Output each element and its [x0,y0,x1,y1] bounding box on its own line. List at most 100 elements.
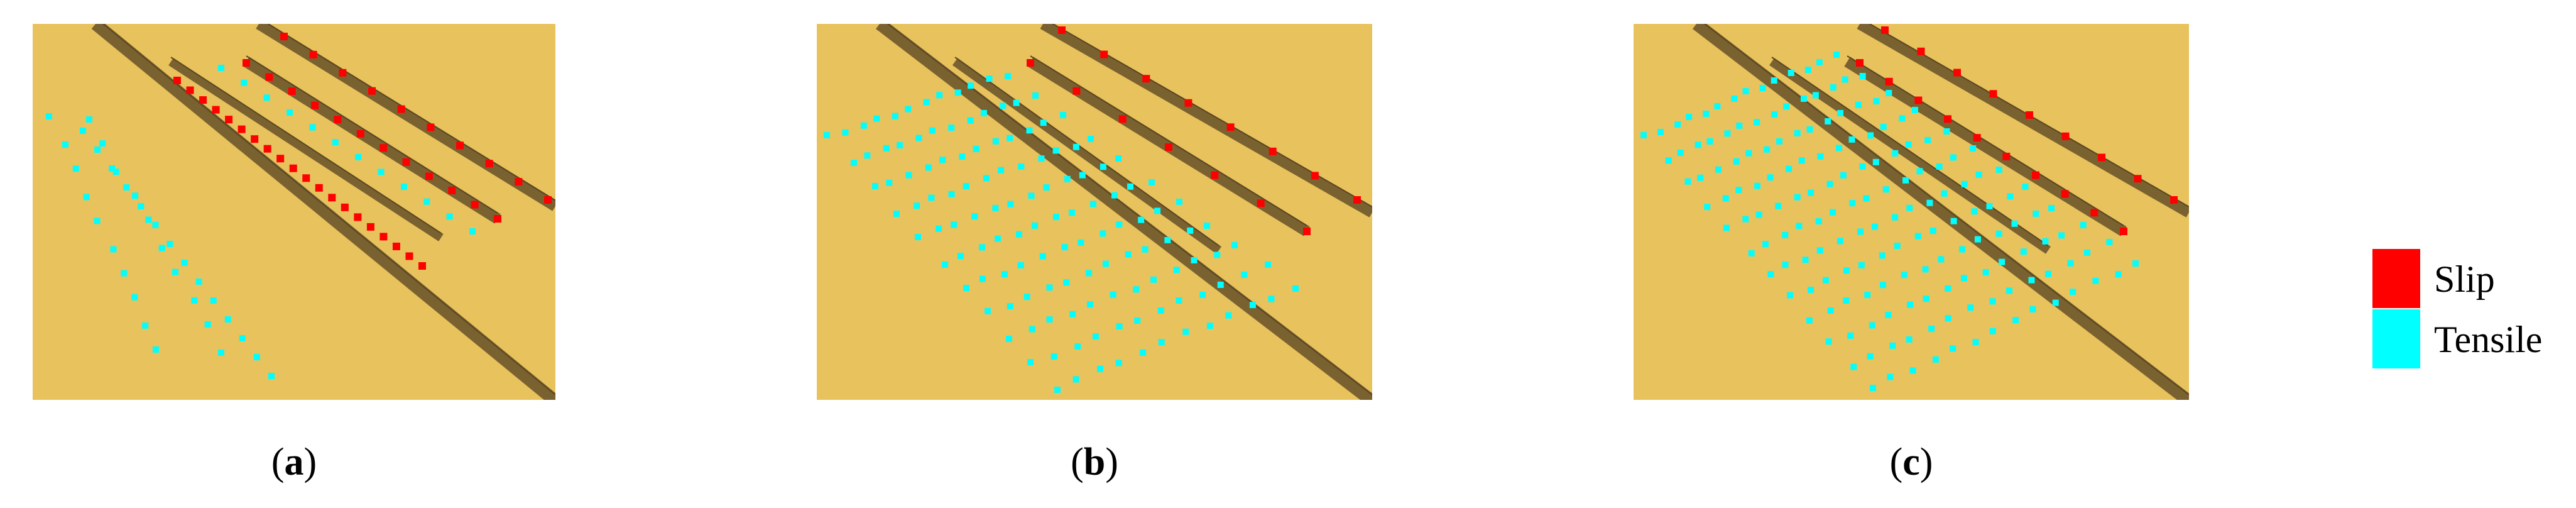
slip-marker [544,196,552,204]
tensile-marker [923,99,930,106]
tensile-marker [1879,282,1886,289]
tensile-marker [1775,202,1782,209]
tensile-marker [1028,192,1035,199]
slip-markers [1027,26,1361,235]
tensile-marker [1960,275,1967,282]
tensile-marker [1849,200,1856,207]
slip-marker [2061,132,2070,140]
tensile-marker [1110,291,1116,298]
slip-marker [418,262,426,270]
tensile-marker [239,335,246,341]
tensile-marker [1911,107,1918,113]
tensile-marker [1268,295,1275,302]
tensile-marker [1806,317,1813,324]
slip-marker [2002,152,2011,160]
tensile-marker [1848,136,1855,143]
slip-marker [2090,209,2098,217]
slip-marker [448,186,456,194]
tensile-marker [925,164,932,171]
tensile-marker [1006,336,1012,342]
tensile-marker [1017,262,1024,268]
tensile-marker [1894,242,1901,249]
tensile-marker [1249,302,1256,309]
tensile-marker [1808,189,1815,196]
slip-marker [311,101,319,109]
slip-marker [515,178,523,186]
tensile-marker [992,138,999,145]
tensile-marker [99,140,106,147]
tensile-marker [132,192,138,199]
tensile-marker [1100,230,1106,237]
slip-marker [1856,59,1864,67]
tensile-marker [1052,147,1059,154]
tensile-marker [2092,277,2099,284]
slip-marker [1914,96,1923,104]
tensile-marker [1922,266,1929,273]
tensile-marker [1800,95,1807,102]
tensile-marker [915,234,921,240]
slip-marker [425,172,433,180]
tensile-marker [1835,145,1842,152]
tensile-marker [892,113,898,119]
tensile-marker [1863,195,1870,202]
tensile-marker [1706,138,1713,145]
tensile-marker [1204,223,1210,229]
tensile-marker [1755,211,1762,218]
tensile-marker [968,82,974,89]
tensile-marker [963,285,969,291]
tensile-marker [929,127,936,134]
tensile-marker [1051,353,1057,360]
tensile-marker [153,346,159,353]
tensile-marker [1138,216,1145,223]
tensile-marker [1127,183,1133,190]
slip-marker [341,203,349,211]
slip-marker [1917,47,1925,55]
tensile-marker [1018,163,1025,170]
slip-marker [334,116,342,124]
tensile-marker [1787,292,1794,299]
tensile-marker [253,354,260,360]
tensile-marker [1989,298,1996,305]
tensile-marker [860,122,867,129]
tensile-marker [1967,304,1974,311]
tensile-marker [1064,175,1071,182]
slip-marker [1142,75,1150,83]
tensile-marker [1759,85,1766,91]
fault-edge [954,57,1220,246]
tensile-marker [1843,297,1850,304]
tensile-marker [1825,118,1831,124]
slip-marker [379,233,388,241]
tensile-marker [1867,353,1874,360]
tensile-marker [1872,158,1879,165]
slip-marker [173,77,181,84]
slip-marker [1881,26,1889,34]
tensile-marker [886,179,893,186]
slip-marker [2061,190,2069,198]
slip-marker [1257,199,1265,207]
fault-trace [256,24,555,211]
tensile-marker [1782,231,1789,238]
tensile-marker [1005,73,1011,79]
slip-swatch [2372,249,2420,308]
tensile-marker [992,204,999,211]
fault-edge [1847,55,2124,226]
tensile-marker [1097,365,1104,372]
tensile-marker [1909,367,1916,374]
tensile-marker [1225,312,1232,319]
tensile-marker [1982,269,1989,276]
slip-marker [494,215,501,223]
tensile-marker [195,279,202,285]
tensile-marker [1116,221,1123,228]
tensile-marker [1932,356,1939,363]
tensile-marker [1902,177,1909,184]
tensile-marker [1039,253,1046,260]
tensile-marker [2070,289,2077,295]
tensile-marker [1092,333,1099,340]
tensile-marker [1292,285,1299,292]
tensile-marker [2115,271,2122,278]
tensile-marker [1929,228,1936,235]
slip-marker [339,69,347,77]
slip-marker [1353,196,1361,204]
tensile-marker [2029,306,2036,312]
tensile-marker [873,115,880,122]
